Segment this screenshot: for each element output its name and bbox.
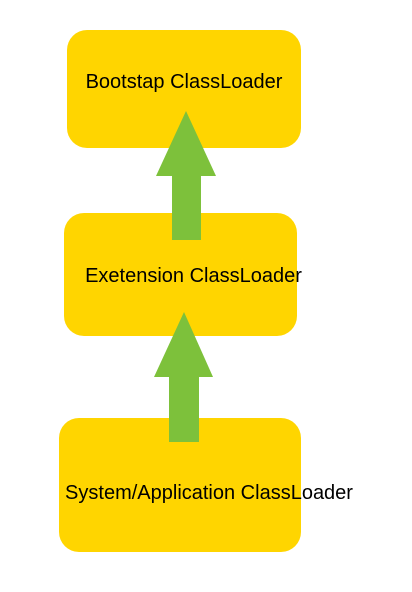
system-application-classloader-label: System/Application ClassLoader [65,481,353,504]
extension-classloader-label: Exetension ClassLoader [85,265,302,287]
bootstrap-classloader-label: Bootstap ClassLoader [85,70,283,93]
arrow-extension-to-bootstrap [156,111,216,240]
arrow-system-to-extension [154,312,213,442]
system-application-classloader-box: System/Application ClassLoader [59,418,353,552]
